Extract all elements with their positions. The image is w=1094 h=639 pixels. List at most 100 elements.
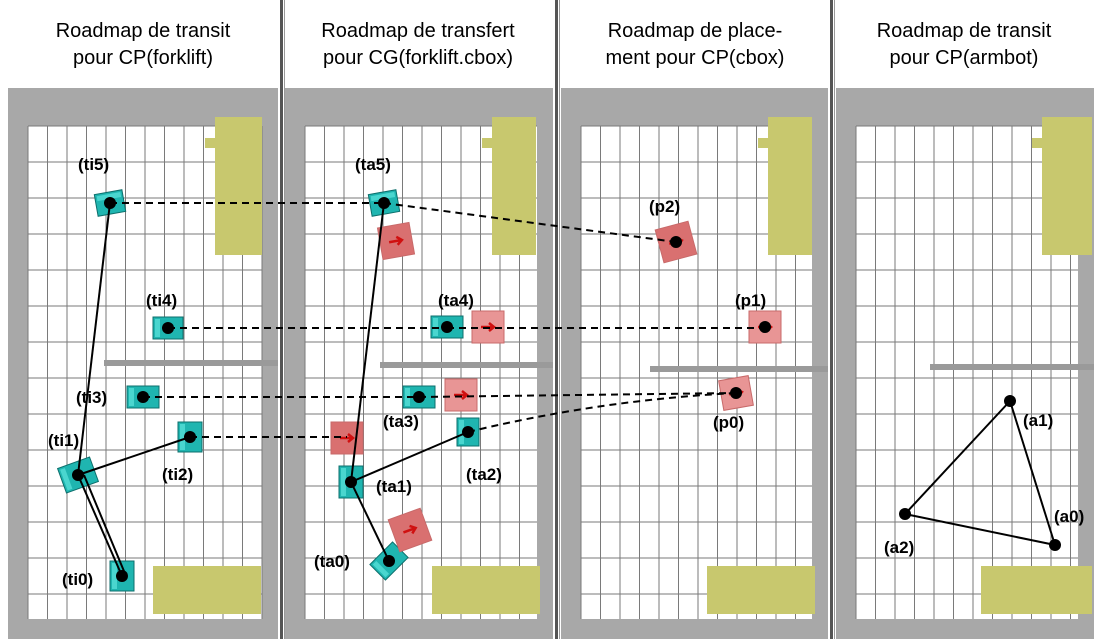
table <box>482 138 494 148</box>
panel-2-title: Roadmap de transfert pour CG(forklift.cb… <box>283 4 553 86</box>
tables-layer <box>153 117 1092 614</box>
transition-link <box>418 392 737 398</box>
node-label-p2: (p2) <box>649 197 680 216</box>
roadmap-edge <box>77 436 191 476</box>
box-arrow <box>388 235 404 246</box>
table <box>707 566 815 614</box>
box-ta0 <box>387 507 433 553</box>
node-label-ti5: (ti5) <box>78 155 109 174</box>
robot-detail <box>459 420 464 444</box>
roadmap-edge <box>904 400 1011 515</box>
roadmap-node <box>413 391 425 403</box>
node-label-ta5: (ta5) <box>355 155 391 174</box>
node-label-a2: (a2) <box>884 538 914 557</box>
roadmap-node <box>137 391 149 403</box>
panel-separator-edge <box>834 0 835 639</box>
table <box>153 566 261 614</box>
node-label-ti1: (ti1) <box>48 431 79 450</box>
roadmap-node <box>378 197 390 209</box>
roadmap-node <box>462 426 474 438</box>
roadmap-node <box>345 476 357 488</box>
node-label-ta4: (ta4) <box>438 291 474 310</box>
roadmap-edge <box>1009 400 1056 546</box>
table <box>205 138 217 148</box>
box-arrow <box>454 390 470 400</box>
panel-1-title-line1: Roadmap de transit <box>55 20 231 42</box>
robot-detail <box>180 424 185 450</box>
robot-detail <box>96 192 122 202</box>
roadmap-node <box>899 508 911 520</box>
roadmap-edge <box>350 202 385 483</box>
roadmap-node <box>104 197 116 209</box>
node-label-ta1: (ta1) <box>376 477 412 496</box>
table <box>768 117 812 255</box>
roadmap-node <box>162 322 174 334</box>
robot-detail <box>372 561 389 578</box>
roadmap-node <box>72 469 84 481</box>
roadmap-edge <box>77 202 111 476</box>
panel-2-title-line2: pour CG(forklift.cbox) <box>322 47 514 69</box>
robot-detail <box>370 192 396 202</box>
box-arrow <box>402 524 418 535</box>
table <box>215 117 262 255</box>
roadmap-edge <box>83 474 127 577</box>
node-label-ti2: (ti2) <box>162 465 193 484</box>
transition-link <box>467 392 737 433</box>
robot-detail <box>112 563 117 589</box>
robot-detail <box>129 388 134 406</box>
table <box>758 138 770 148</box>
robot-ti2 <box>177 421 203 453</box>
panel-2-title-line1: Roadmap de transfert <box>321 20 515 42</box>
table <box>492 117 536 255</box>
roadmap-node <box>730 387 742 399</box>
table <box>1032 138 1044 148</box>
roadmap-node <box>670 236 682 248</box>
panel-3-title-line1: Roadmap de place- <box>607 20 783 42</box>
nodes-layer <box>72 197 1061 582</box>
panel-separator <box>830 0 833 639</box>
robot-detail <box>155 319 160 337</box>
node-label-ta3: (ta3) <box>383 412 419 431</box>
divider-wall <box>930 364 1094 370</box>
table <box>432 566 540 614</box>
panel-separator-edge <box>284 0 285 639</box>
divider-wall <box>650 366 828 372</box>
panel-1-title-line2: pour CP(forklift) <box>72 47 214 69</box>
robot-detail <box>60 468 73 491</box>
roadmap-node <box>759 321 771 333</box>
roadmap-node <box>184 431 196 443</box>
roadmap-edge <box>77 474 123 577</box>
node-label-p0: (p0) <box>713 413 744 432</box>
box-ta3 <box>444 378 478 412</box>
floor <box>856 126 1078 619</box>
roadmap-node <box>1004 395 1016 407</box>
node-label-ta2: (ta2) <box>466 465 502 484</box>
roadmap-edge <box>904 513 1056 546</box>
objects-layer <box>56 189 782 592</box>
panel-4-title-line1: Roadmap de transit <box>876 20 1052 42</box>
panel-4-title: Roadmap de transit pour CP(armbot) <box>834 4 1094 86</box>
roadmap-node <box>441 321 453 333</box>
table <box>1042 117 1092 255</box>
robot-detail <box>341 468 346 496</box>
transition-link <box>383 202 677 243</box>
node-label-a0: (a0) <box>1054 507 1084 526</box>
table <box>981 566 1092 614</box>
panel-1-title: Roadmap de transit pour CP(forklift) <box>8 4 278 86</box>
panel-3-title: Roadmap de place- ment pour CP(cbox) <box>560 4 830 86</box>
node-label-a1: (a1) <box>1023 411 1053 430</box>
node-labels: (ti5) (ti4) (ti3) (ti1) (ti2) (ti0) (ta5… <box>48 155 1084 589</box>
panel-4-title-line2: pour CP(armbot) <box>889 47 1039 69</box>
roadmap-edge <box>350 481 390 562</box>
roadmap-node <box>1049 539 1061 551</box>
panel-separator <box>555 0 558 639</box>
panel-separator-edge <box>559 0 560 639</box>
box-ta5 <box>376 221 416 261</box>
roadmap-node <box>116 570 128 582</box>
node-label-p1: (p1) <box>735 291 766 310</box>
roadmap-edge <box>350 431 469 483</box>
node-label-ti3: (ti3) <box>76 388 107 407</box>
node-label-ti0: (ti0) <box>62 570 93 589</box>
divider-wall <box>380 362 553 368</box>
